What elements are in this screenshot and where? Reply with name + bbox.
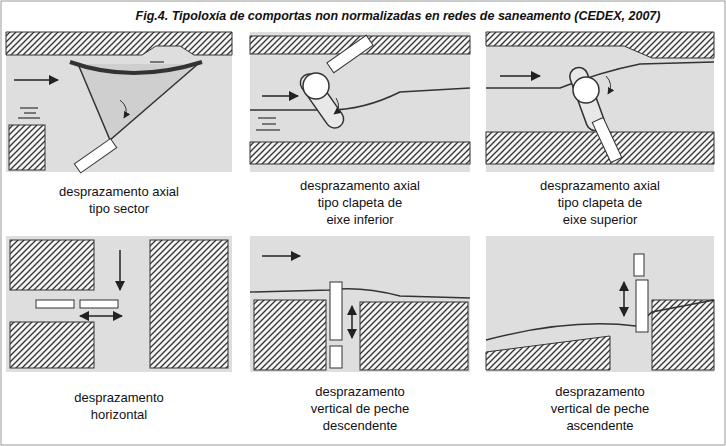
illustration-part (250, 289, 470, 298)
illustration-part (9, 125, 45, 170)
illustration-part (262, 255, 300, 257)
illustration-part (327, 35, 373, 72)
illustration-part (6, 236, 232, 372)
illustration-part (80, 300, 118, 308)
lower-axis-flap-panel (250, 32, 470, 172)
illustration-part (303, 73, 329, 99)
caption-line: tipo sector (89, 201, 149, 217)
illustration-part (486, 336, 610, 370)
illustration-part (74, 139, 116, 173)
caption-line: tipo clapeta de (318, 195, 403, 211)
illustration-part (254, 300, 326, 370)
illustration-part (573, 77, 599, 103)
caption-line: desprazamento axial (540, 178, 660, 194)
caption-line: ascendente (566, 418, 633, 434)
illustration-part (297, 70, 347, 131)
upper-axis-flap-panel (486, 32, 714, 172)
illustration-part (623, 282, 625, 316)
caption-line: vertical de peche (551, 401, 649, 417)
caption-line: desprazamento (315, 384, 405, 400)
caption-line: eixe inferior (326, 212, 393, 228)
illustration-part (636, 280, 648, 332)
caption-line: descendente (323, 418, 397, 434)
illustration-part (250, 142, 470, 164)
illustration-part (14, 79, 58, 81)
illustration-part (500, 75, 540, 77)
illustration-part (10, 240, 94, 290)
horizontal-gate-panel (6, 236, 232, 372)
caption-line: tipo clapeta de (558, 195, 643, 211)
illustration-part (70, 62, 202, 73)
caption-line: horizontal (91, 407, 147, 423)
descending-gate-panel (250, 236, 470, 372)
caption-line: eixe superior (563, 212, 637, 228)
illustration-part (592, 118, 621, 163)
illustration-part (78, 64, 198, 140)
sector-gate-panel (6, 32, 232, 173)
illustration-part (250, 236, 470, 372)
illustration-part (360, 302, 468, 370)
caption-line: vertical de peche (311, 401, 409, 417)
caption-line: desprazamento (555, 384, 645, 400)
illustration-part (10, 322, 94, 368)
illustration-part (351, 306, 353, 338)
illustration-part (120, 100, 126, 118)
caption-line: desprazamento axial (300, 178, 420, 194)
illustration-part (606, 76, 611, 94)
illustration-part (6, 32, 232, 55)
illustration-part (36, 300, 74, 308)
illustration-part (250, 32, 470, 172)
illustration-part (330, 282, 342, 340)
illustration-part (330, 346, 342, 368)
illustration-part (262, 95, 298, 97)
illustration-part (486, 300, 714, 340)
illustration-part (486, 32, 714, 172)
illustration-part (150, 240, 228, 368)
illustration-part (486, 32, 714, 58)
illustration-part (486, 62, 714, 88)
illustration-part (334, 98, 339, 114)
caption-line: desprazamento (74, 390, 164, 406)
illustration-part (256, 118, 280, 130)
illustration-part (6, 32, 232, 172)
illustration-part (80, 315, 122, 317)
ascending-gate-panel (486, 236, 714, 372)
caption-line: desprazamento axial (59, 184, 179, 200)
illustration-part (634, 254, 644, 276)
illustration-part (486, 236, 714, 372)
illustration-part (250, 88, 470, 110)
figure-title: Fig.4. Tipoloxía de comportas non normal… (136, 8, 661, 24)
illustration-part (119, 250, 121, 290)
